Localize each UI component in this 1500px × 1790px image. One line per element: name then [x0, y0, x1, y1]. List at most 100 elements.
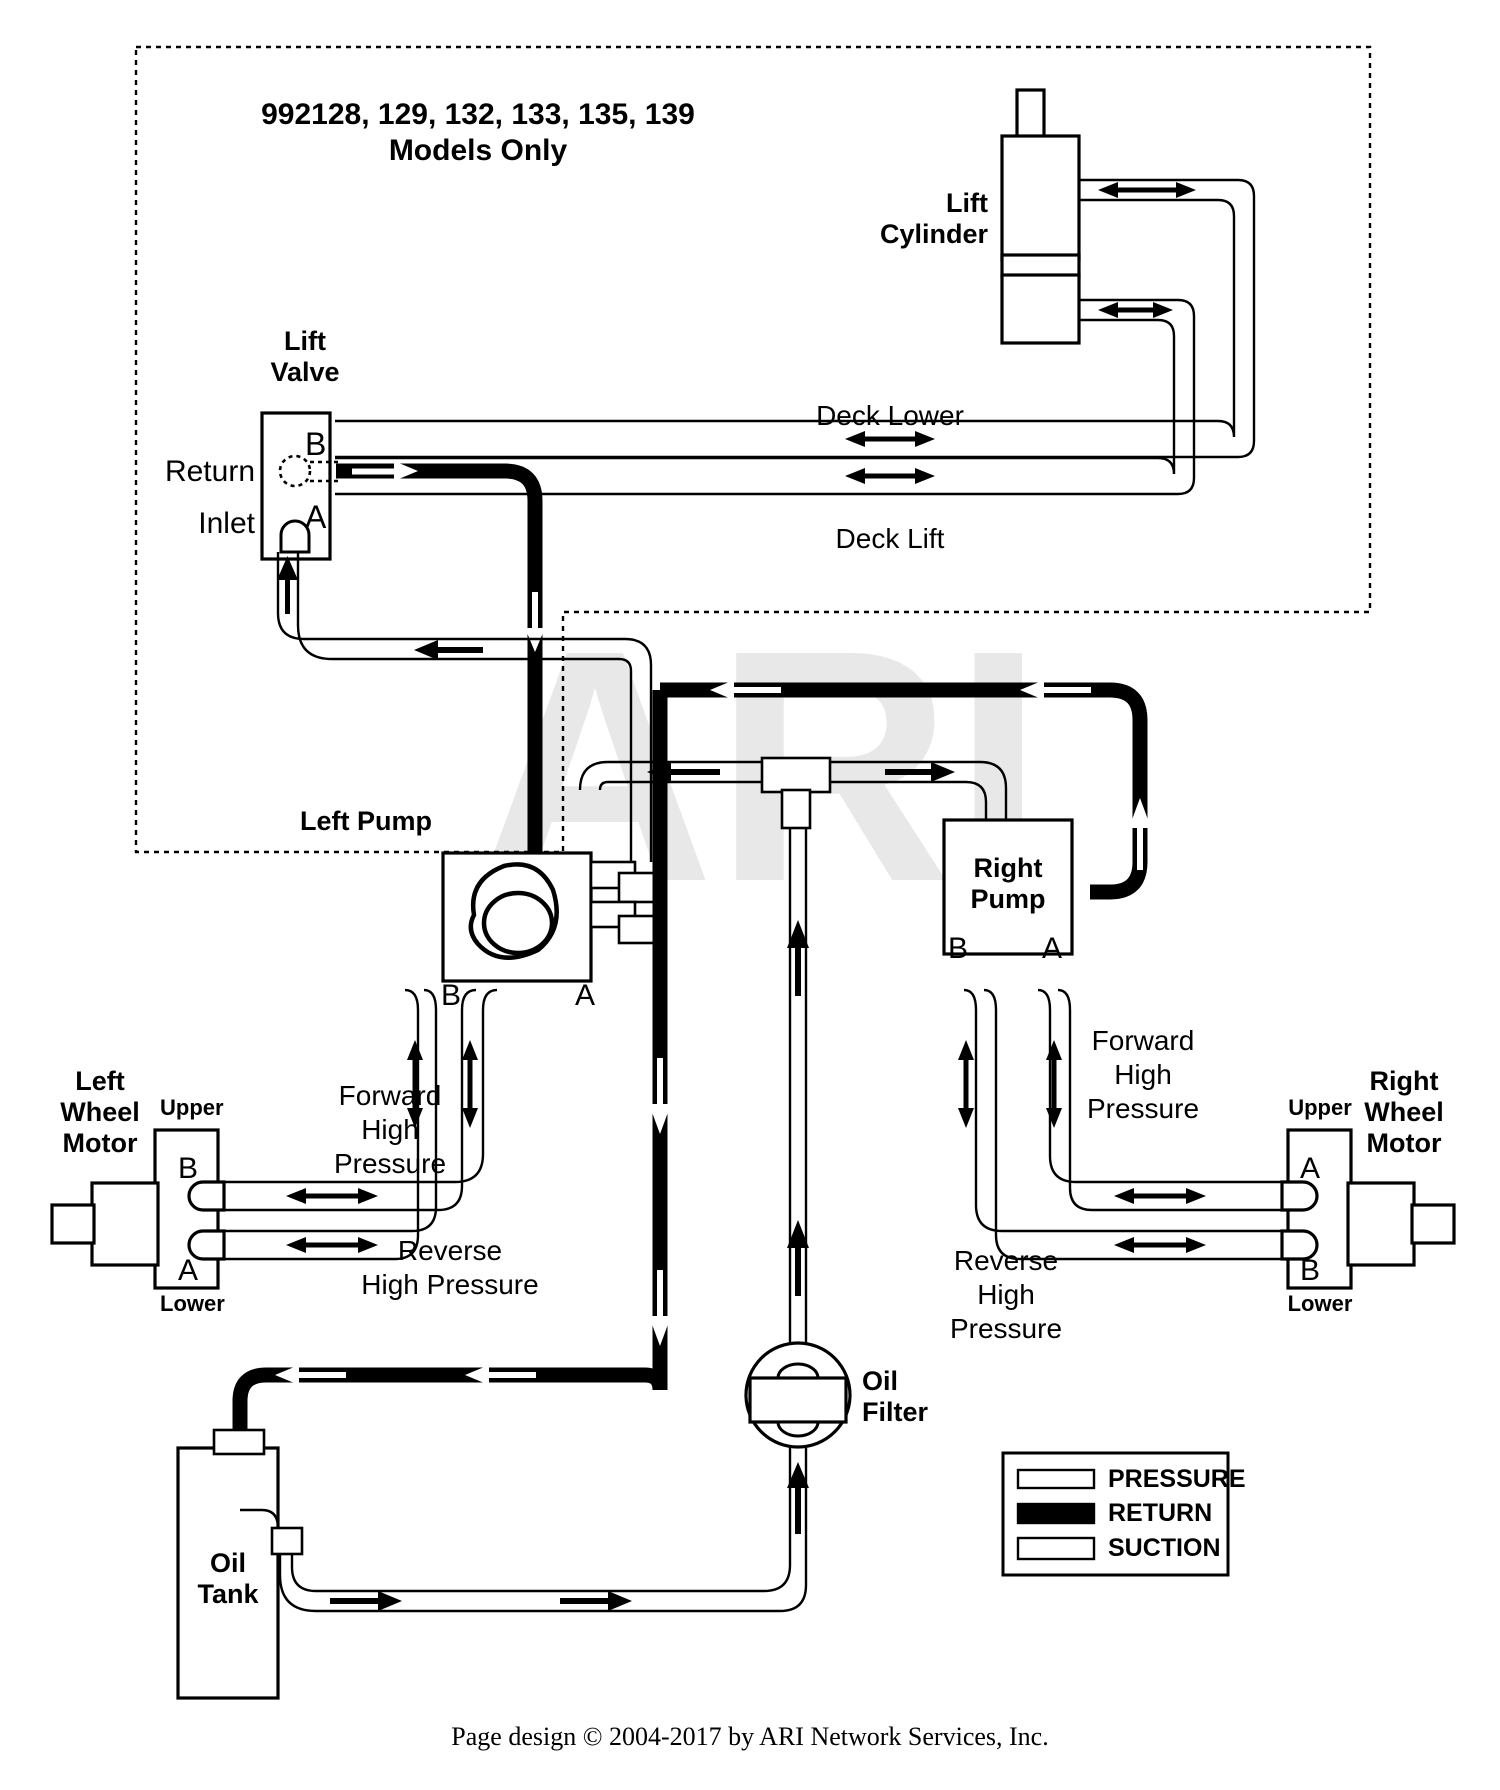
inlet-suction-up-arrow: [277, 556, 298, 614]
left-motor-upper-label: Upper: [160, 1095, 224, 1120]
tank-suction-arrow-1: [330, 1591, 402, 1611]
page-footer: Page design © 2004-2017 by ARI Network S…: [451, 1722, 1049, 1751]
left-reverse-label-line2: High Pressure: [361, 1269, 538, 1300]
left-pump-port-b-label: B: [441, 979, 461, 1012]
title-line-1: 992128, 129, 132, 133, 135, 139: [261, 98, 695, 131]
lift-valve-label-line2: Valve: [270, 357, 339, 387]
oil-tank: Oil Tank: [176, 1428, 304, 1700]
right-reverse-label-line2: High: [977, 1279, 1035, 1310]
return-loop-arrow-2: [1020, 680, 1091, 700]
return-down-arrow-3: [649, 1270, 671, 1346]
left-forward-label-line2: High: [361, 1114, 419, 1145]
legend: PRESSURE RETURN SUCTION: [1001, 1451, 1246, 1577]
lift-valve-inlet-label: Inlet: [198, 507, 255, 540]
oil-filter-bottom-icon: [776, 1420, 820, 1438]
right-forward-label-line1: Forward: [1092, 1025, 1195, 1056]
left-pump-a-riser-arrow: [407, 1040, 423, 1128]
oil-tank-label-line1: Oil: [210, 1548, 246, 1578]
return-down-arrow-2: [649, 1058, 671, 1134]
left-motor-lower-label: Lower: [160, 1291, 225, 1316]
deck-lower-port-arrow: [1098, 182, 1196, 198]
left-forward-label-line1: Forward: [339, 1080, 442, 1111]
legend-swatch-return: [1016, 1502, 1096, 1525]
right-motor-port-b-icon: [1280, 1229, 1319, 1261]
right-forward-arrow: [1114, 1188, 1206, 1204]
legend-swatch-suction: [1016, 1536, 1096, 1561]
right-reverse-label-line1: Reverse: [954, 1245, 1058, 1276]
return-tank-arrow-2: [465, 1365, 536, 1385]
legend-label-suction: SUCTION: [1108, 1534, 1221, 1562]
return-to-tank: [232, 1367, 668, 1434]
legend-label-return: RETURN: [1108, 1499, 1212, 1527]
left-reverse-arrow: [286, 1237, 378, 1253]
lift-valve: Lift Valve B A Return Inlet: [165, 326, 340, 561]
left-motor-port-b-label: B: [178, 1152, 198, 1185]
right-reverse-arrow: [1114, 1237, 1206, 1253]
legend-swatch-pressure: [1016, 1468, 1096, 1490]
deck-lower-pressure-line: [335, 178, 1256, 459]
suction-riser-arrow-top: [787, 920, 809, 996]
lift-valve-label-line1: Lift: [284, 326, 326, 356]
right-wheel-motor: Right Wheel Motor Upper Lower A B: [1280, 1066, 1456, 1316]
right-motor-port-a-icon: [1280, 1180, 1319, 1212]
oil-filter: Oil Filter: [744, 1341, 929, 1449]
deck-lift-label: Deck Lift: [836, 523, 945, 554]
left-motor-port-a-label: A: [178, 1254, 198, 1287]
lift-valve-inlet-port-icon: [279, 519, 311, 554]
deck-lift-mid-arrow: [845, 468, 935, 484]
lift-cylinder: Lift Cylinder: [880, 88, 1081, 345]
deck-lower-mid-arrow: [845, 431, 935, 447]
left-reverse-pressure-line: [222, 988, 438, 1261]
suction-cross-line: [578, 760, 1008, 1370]
left-forward-label-line3: Pressure: [334, 1148, 446, 1179]
legend-label-pressure: PRESSURE: [1108, 1465, 1246, 1493]
right-forward-label-line3: Pressure: [1087, 1093, 1199, 1124]
suction-riser-arrow-mid: [787, 1220, 809, 1296]
left-wheel-motor-label-line2: Wheel: [60, 1097, 140, 1127]
right-motor-lower-label: Lower: [1288, 1291, 1353, 1316]
right-pump: Right Pump B A: [942, 818, 1074, 965]
left-motor-port-a-icon: [187, 1229, 226, 1261]
return-loop-arrow-up: [1129, 798, 1151, 870]
left-forward-pressure-line: [222, 988, 498, 1212]
right-pump-port-a-label: A: [1042, 932, 1062, 965]
lift-valve-port-b-label: B: [305, 426, 326, 462]
main-return-loop: [660, 682, 1148, 900]
lift-cylinder-label-line2: Cylinder: [880, 219, 989, 249]
right-wheel-motor-label-line1: Right: [1370, 1066, 1439, 1096]
right-motor-port-a-label: A: [1300, 1152, 1320, 1185]
right-pump-port-b-label: B: [948, 932, 968, 965]
left-reverse-label-line1: Reverse: [398, 1235, 502, 1266]
left-pump: Left Pump B A: [300, 806, 595, 1012]
deck-lift-port-arrow: [1098, 302, 1173, 318]
lift-valve-return-hose: [336, 463, 543, 855]
suction-right-arrow: [885, 762, 955, 782]
right-pump-b-riser-arrow: [958, 1040, 974, 1128]
suction-tee-fitting: [760, 756, 832, 830]
left-pump-b-riser-arrow: [462, 1040, 478, 1128]
lift-valve-port-a-label: A: [305, 499, 327, 535]
right-motor-upper-label: Upper: [1288, 1095, 1352, 1120]
lift-cylinder-label-line1: Lift: [946, 188, 988, 218]
left-pump-label: Left Pump: [300, 806, 432, 836]
left-forward-arrow: [286, 1188, 378, 1204]
left-motor-port-b-icon: [187, 1180, 226, 1212]
right-reverse-label-line3: Pressure: [950, 1313, 1062, 1344]
right-forward-pressure-line: [1037, 988, 1284, 1212]
left-pump-port-a-label: A: [575, 979, 595, 1012]
deck-lower-label: Deck Lower: [816, 400, 964, 431]
oil-filter-top-icon: [776, 1362, 820, 1380]
right-forward-label-line2: High: [1114, 1059, 1172, 1090]
left-wheel-motor: Left Wheel Motor Upper Lower B A: [50, 1066, 226, 1316]
left-pump-cam-icon: [468, 862, 559, 960]
return-tank-arrow-1: [275, 1365, 346, 1385]
deck-lift-pressure-line: [335, 298, 1196, 496]
title-line-2: Models Only: [389, 134, 568, 167]
models-only-frame: [134, 45, 1372, 854]
right-pump-label-line1: Right: [974, 853, 1043, 883]
filter-inlet-up-arrow: [787, 1462, 809, 1534]
lift-valve-return-port-icon: [278, 454, 312, 488]
right-wheel-motor-label-line3: Motor: [1367, 1128, 1442, 1158]
